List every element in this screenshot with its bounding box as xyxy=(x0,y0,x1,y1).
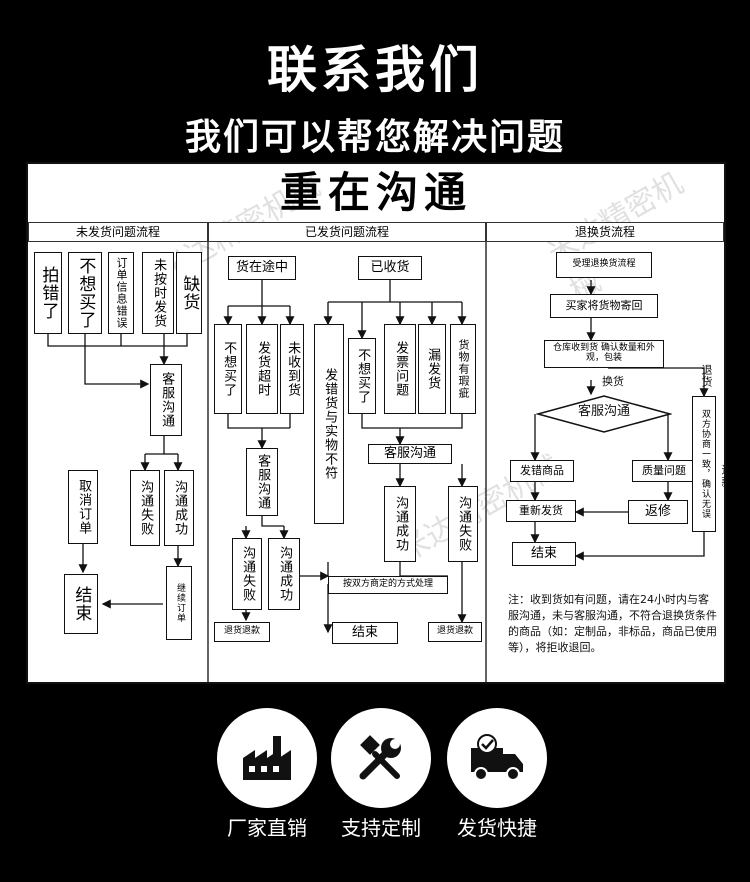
diamond-service xyxy=(536,395,672,433)
flow-box-out-of-stock: 缺货 xyxy=(176,252,202,334)
flow-box-comm-success: 沟通成功 xyxy=(164,470,194,546)
flow-box-fail-received: 沟通失败 xyxy=(448,486,478,562)
flow-box-service-sent: 客服沟通 xyxy=(246,448,278,516)
truck-icon xyxy=(471,734,523,781)
tools-icon xyxy=(359,735,401,780)
flow-box-success-sent: 沟通成功 xyxy=(268,538,300,610)
flow-box-comm-fail: 沟通失败 xyxy=(130,470,160,546)
feature-label-shipping: 发货快捷 xyxy=(457,816,537,840)
section-header-sent: 已发货问题流程 xyxy=(208,222,486,242)
flow-box-continue-order: 继续订单 xyxy=(166,566,192,640)
flow-box-dont-want: 不想买了 xyxy=(68,252,102,334)
flow-box-end-return: 结束 xyxy=(512,542,576,566)
flow-box-repair: 返修 xyxy=(628,500,688,524)
flow-box-success-received: 沟通成功 xyxy=(384,486,416,562)
flow-box-negotiate: 按双方商定的方式处理 xyxy=(328,576,448,594)
flow-box-end-sent: 结束 xyxy=(332,622,398,644)
flow-box-missing-item: 漏发货 xyxy=(418,324,446,414)
flow-box-late-shipping: 发货超时 xyxy=(246,324,278,414)
flow-box-defect: 货物有瑕疵 xyxy=(450,324,476,414)
factory-feature xyxy=(217,708,317,808)
section-header-returns: 退换货流程 xyxy=(486,222,724,242)
flow-box-send-back: 买家将货物寄回 xyxy=(550,294,658,318)
flow-connectors xyxy=(47,222,709,682)
shipping-feature xyxy=(447,708,547,808)
flow-box-not-received: 未收到货 xyxy=(280,324,304,414)
flow-box-end: 结束 xyxy=(64,574,98,634)
page-subtitle: 我们可以帮您解决问题 xyxy=(184,117,565,158)
flow-box-resend: 重新发货 xyxy=(506,500,576,522)
flow-box-warehouse: 仓库收到货 确认数量和外观，包装 xyxy=(544,340,664,368)
label-refund: 退货 xyxy=(700,364,713,388)
page-title: 联系我们 xyxy=(267,41,483,99)
flow-box-mismatch: 发错货与实物不符 xyxy=(314,324,344,524)
label-exchange: 换货 xyxy=(602,375,624,388)
flow-box-in-transit: 货在途中 xyxy=(228,256,296,280)
flow-box-wrong-order: 拍错了 xyxy=(34,252,62,334)
flow-box-accept-return: 受理退换货流程 xyxy=(556,252,652,278)
banner-title: 重在沟通 xyxy=(279,168,472,217)
return-note: 注：收到货如有问题，请在24小时内与客服沟通，未与客服沟通，不符合退换货条件的商… xyxy=(508,593,717,654)
custom-feature xyxy=(331,708,431,808)
label-pay-refund: 退款 xyxy=(720,464,726,488)
flow-box-not-shipped: 未按时发货 xyxy=(142,252,174,334)
flow-box-cancel-order: 取消订单 xyxy=(68,470,98,544)
flow-box-refund-right: 退货退款 xyxy=(428,622,482,642)
flow-box-agree-refund: 双方协商一致，确认无误 xyxy=(692,396,716,532)
flow-box-refund-left: 退货退款 xyxy=(214,622,270,642)
flow-box-invoice: 发票问题 xyxy=(384,324,416,414)
flowchart-panel: 重在沟通 米达精密机械 米达精密机械 米达精密机械 xyxy=(26,162,726,684)
flow-box-service: 客服沟通 xyxy=(150,364,182,436)
flow-box-quality: 质量问题 xyxy=(632,460,696,482)
flow-box-dont-want-sent: 不想买了 xyxy=(214,324,242,414)
feature-label-custom: 支持定制 xyxy=(341,816,421,840)
feature-label-factory: 厂家直销 xyxy=(227,816,307,840)
flow-box-received: 已收货 xyxy=(358,256,422,280)
flow-box-fail-sent: 沟通失败 xyxy=(232,538,262,610)
flow-box-dont-want-received: 不想买了 xyxy=(348,338,376,414)
factory-icon xyxy=(243,736,291,780)
flow-box-service-received: 客服沟通 xyxy=(368,444,452,464)
flow-box-service-return: 客服沟通 xyxy=(577,404,630,419)
flow-box-order-error: 订单信息错误 xyxy=(108,252,134,334)
flow-box-wrong-item: 发错商品 xyxy=(510,460,574,482)
section-header-unsent: 未发货问题流程 xyxy=(28,222,208,242)
